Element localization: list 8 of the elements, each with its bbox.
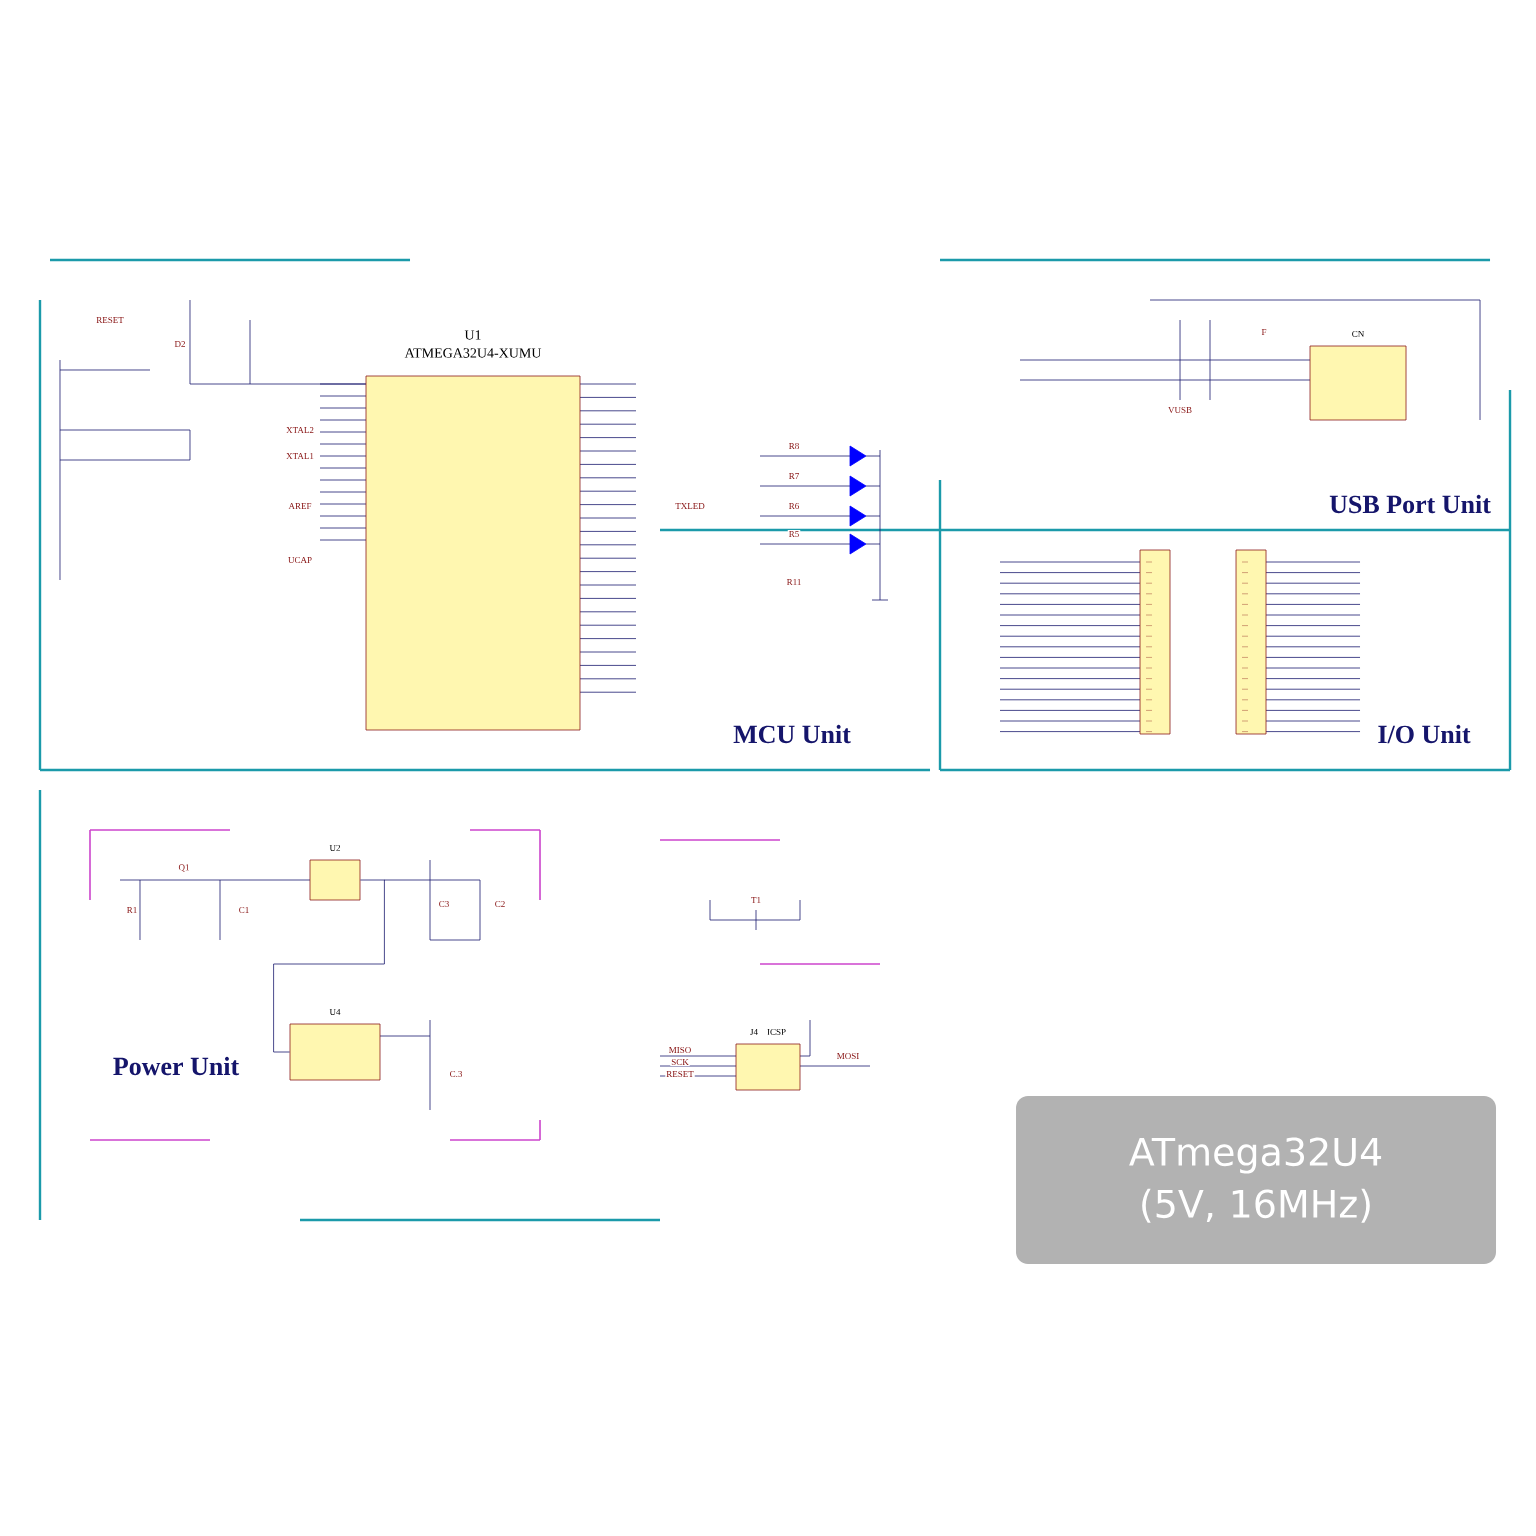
wire bbox=[273, 879, 385, 1053]
section-title: I/O Unit bbox=[1378, 724, 1471, 744]
section-title: USB Port Unit bbox=[1329, 494, 1491, 514]
caption-box: ATmega32U4 (5V, 16MHz) bbox=[1016, 1096, 1496, 1264]
section-title: MCU Unit bbox=[733, 724, 851, 744]
pin-header bbox=[1139, 549, 1171, 735]
section-title: Power Unit bbox=[113, 1056, 240, 1076]
pin-header bbox=[1235, 549, 1267, 735]
